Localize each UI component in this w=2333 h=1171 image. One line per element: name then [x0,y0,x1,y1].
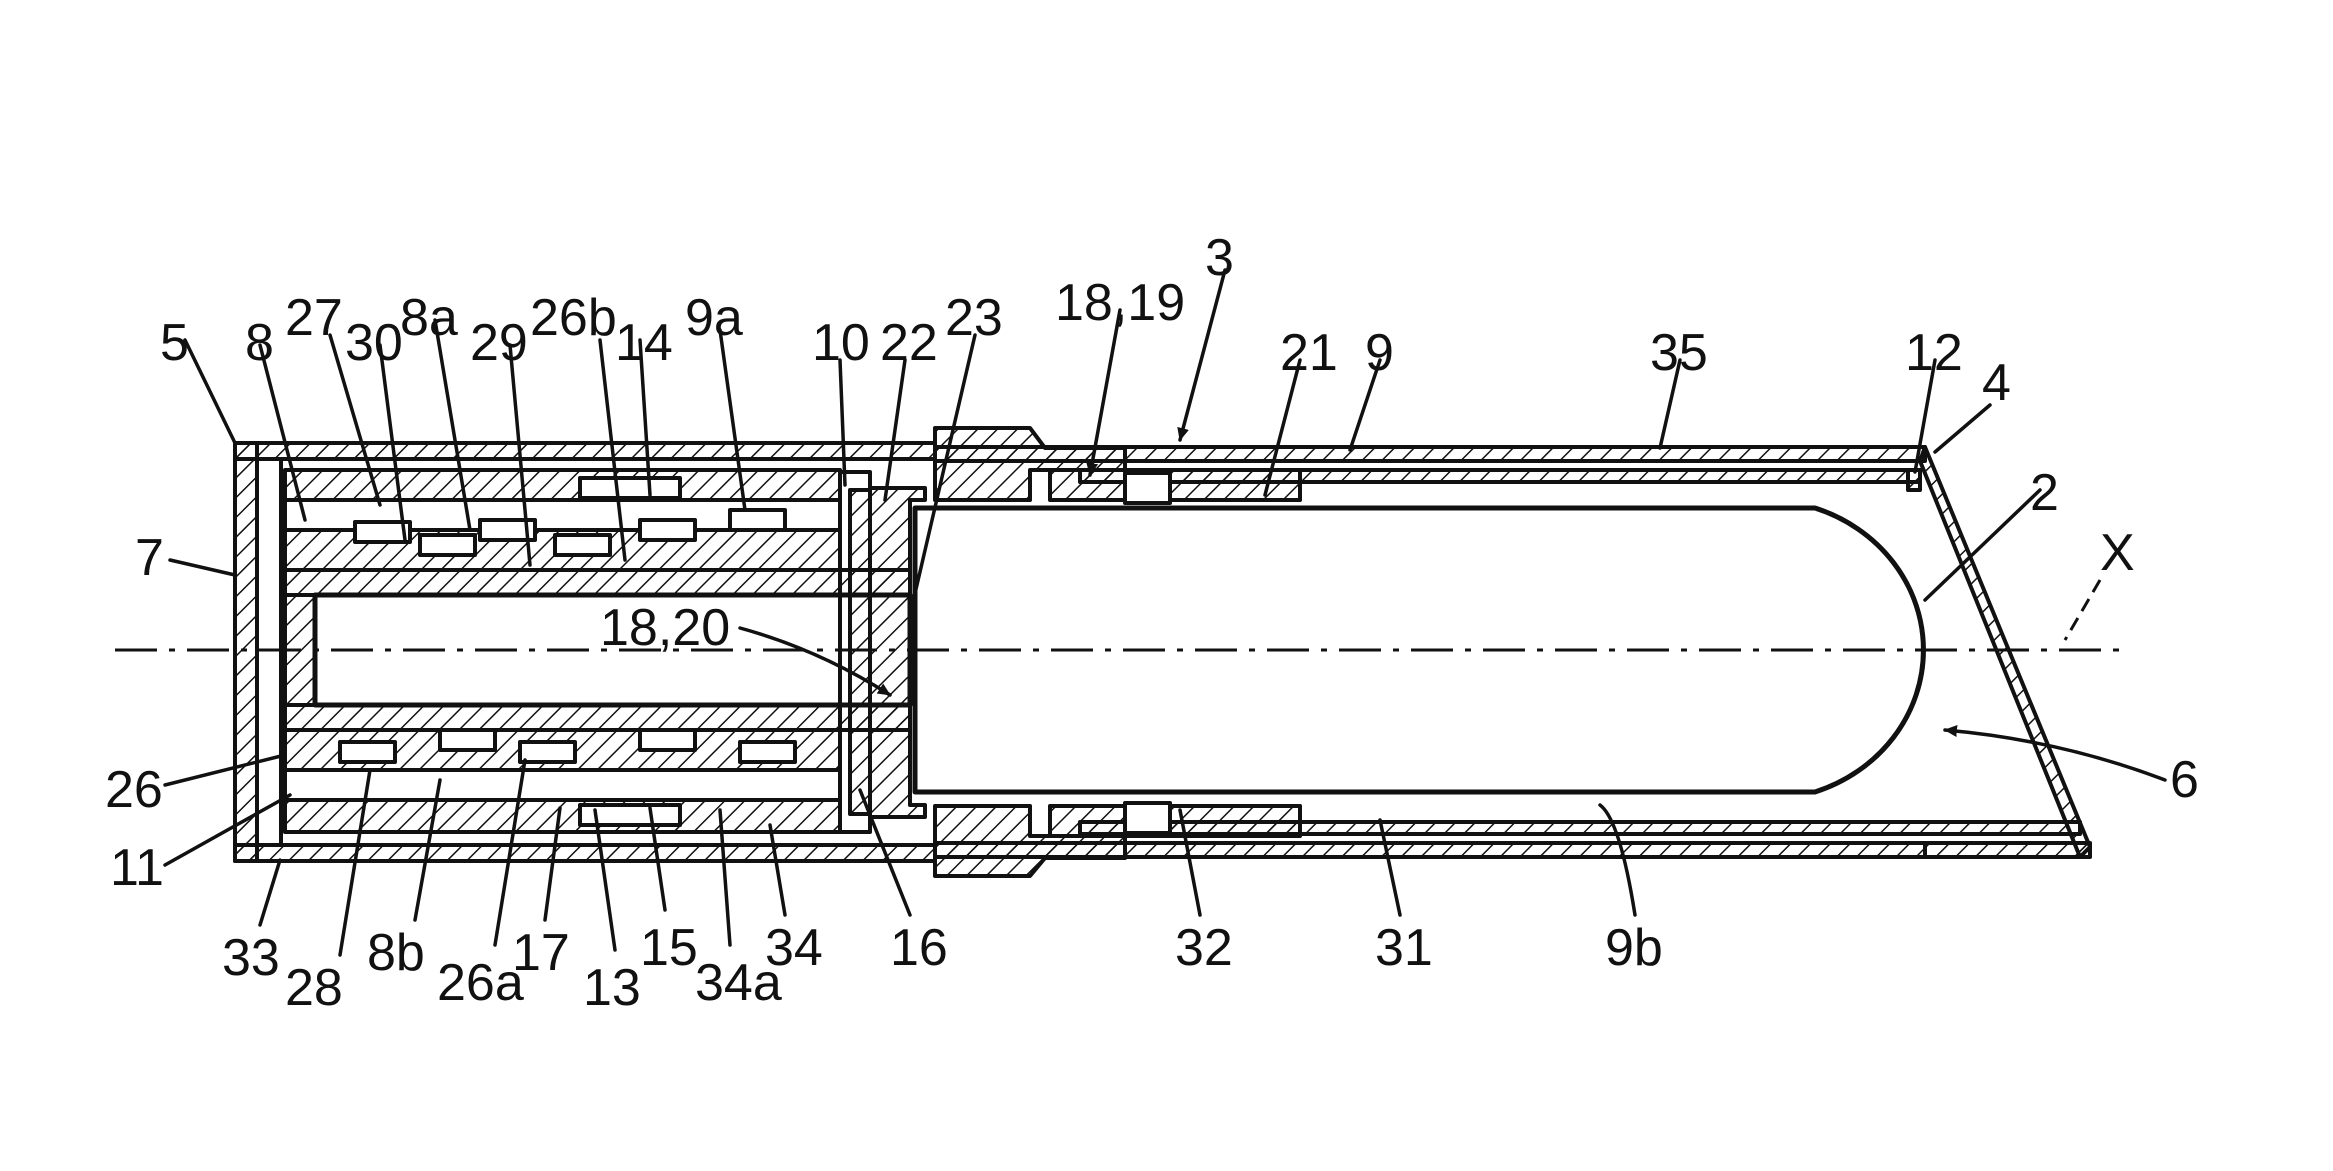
label-23: 23 [945,289,1003,347]
label-8a: 8a [400,289,458,347]
label-18-19: 18,19 [1055,274,1185,332]
label-x: X [2100,524,2135,582]
label-13: 13 [583,959,641,1017]
label-8: 8 [245,314,274,372]
label-6: 6 [2170,751,2199,809]
label-32: 32 [1175,919,1233,977]
label-15: 15 [640,919,698,977]
connector-sleeve [933,426,1302,878]
label-5: 5 [160,314,189,372]
label-4: 4 [1982,354,2011,412]
label-26a: 26a [437,954,524,1012]
label-2: 2 [2030,464,2059,522]
substance-body-2 [912,505,1926,795]
label-34: 34 [765,919,823,977]
outer-tube-housing [933,445,2092,859]
label-8b: 8b [367,924,425,982]
lower-helix-assembly [283,728,842,834]
label-9: 9 [1365,324,1394,382]
upper-helix-assembly [283,468,842,572]
label-34a: 34a [695,954,782,1012]
label-16: 16 [890,919,948,977]
axis-x-leader [2063,579,2102,641]
reference-labels: 5 8 27 30 8a 29 26b 14 9a 10 22 23 18,19… [105,229,2199,1017]
label-14: 14 [615,314,673,372]
label-7: 7 [135,529,164,587]
label-10: 10 [812,314,870,372]
label-11: 11 [110,839,164,897]
central-shaft [283,568,913,732]
label-33: 33 [222,929,280,987]
label-9a: 9a [685,289,743,347]
label-26: 26 [105,761,163,819]
label-9b: 9b [1605,919,1663,977]
label-3: 3 [1205,229,1234,287]
label-30: 30 [345,314,403,372]
label-22: 22 [880,314,938,372]
label-21: 21 [1280,324,1338,382]
leader-lines [163,268,2167,957]
label-18-20: 18,20 [600,599,730,657]
label-29: 29 [470,314,528,372]
label-31: 31 [1375,919,1433,977]
label-35: 35 [1650,324,1708,382]
label-17: 17 [512,924,570,982]
label-27: 27 [285,289,343,347]
label-28: 28 [285,959,343,1017]
inner-tube-9 [1078,468,2082,836]
label-26b: 26b [530,289,617,347]
label-12: 12 [1905,324,1963,382]
